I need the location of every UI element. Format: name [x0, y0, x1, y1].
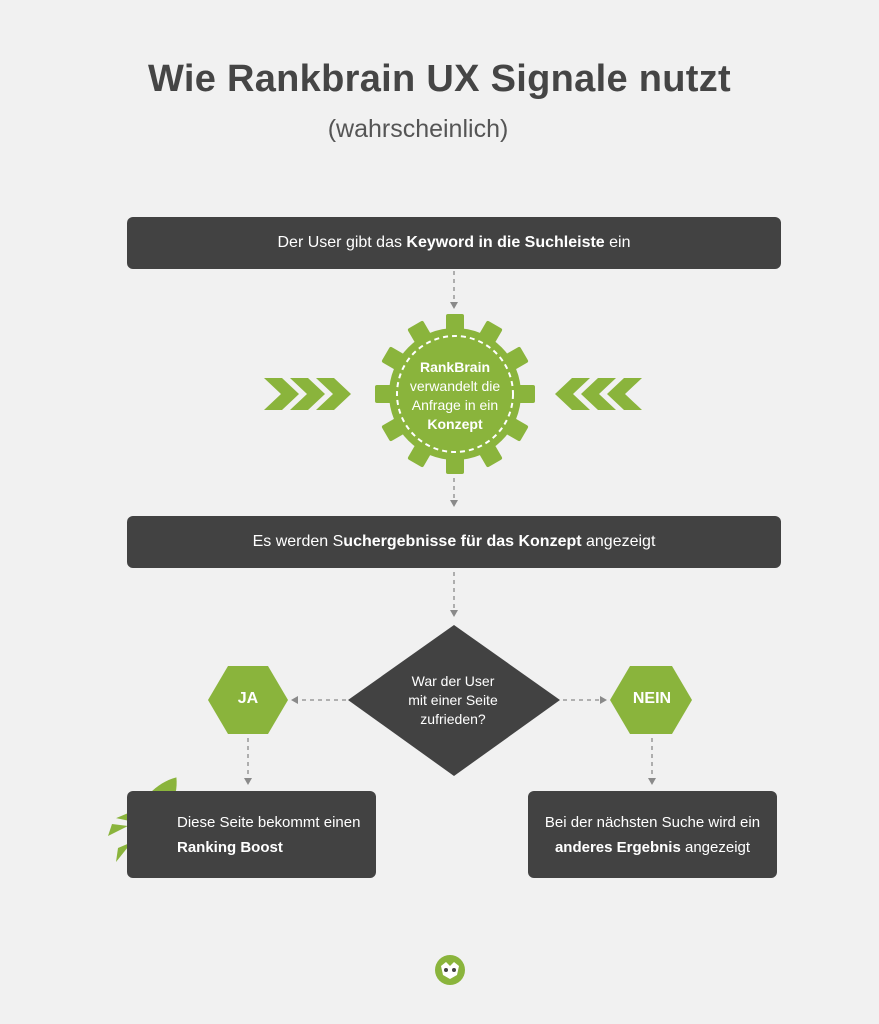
arrowhead-2 [450, 500, 458, 507]
gear-line1: RankBrain [419, 359, 491, 375]
decision-text: War der User mit einer Seite zufrieden? [373, 672, 533, 729]
gear-text: RankBrain verwandelt die Anfrage in ein … [385, 358, 525, 434]
no-text-line1: Bei der nächsten Suche wird ein [544, 813, 761, 831]
no-text-post: angezeigt [680, 838, 751, 856]
step2-pre: Es werden S [252, 533, 344, 550]
arrowhead-3 [450, 610, 458, 617]
no-text-bold: anderes Ergebnis [554, 838, 681, 856]
arrowhead-nein-down [648, 778, 656, 785]
hexagon-ja [208, 666, 288, 734]
decision-line1: War der User [411, 673, 495, 689]
arrowhead-1 [450, 302, 458, 309]
arrowhead-ja [291, 696, 298, 704]
decision-line2: mit einer Seite [408, 692, 498, 708]
no-result-box: Bei der nächsten Suche wird ein anderes … [528, 791, 777, 878]
chevrons-right-icon [555, 378, 642, 410]
gear-line2: verwandelt die [409, 378, 501, 394]
yes-label: JA [237, 690, 259, 707]
owl-logo-icon [435, 955, 465, 985]
decision-diamond [348, 625, 560, 776]
hexagon-nein [610, 666, 692, 734]
step-keyword-bar: Der User gibt das Keyword in die Suchlei… [127, 217, 781, 269]
arrowhead-ja-down [244, 778, 252, 785]
gear-line3: Anfrage in ein [411, 397, 499, 413]
yes-text-line1: Diese Seite bekommt einen [177, 813, 361, 831]
step1-pre: Der User gibt das [277, 234, 407, 251]
gear-line4: Konzept [427, 416, 483, 432]
yes-text-bold: Ranking Boost [177, 838, 283, 856]
page-title: Wie Rankbrain UX Signale nutzt [148, 58, 731, 100]
step1-post: ein [604, 234, 631, 251]
page-subtitle: (wahrscheinlich) [327, 115, 509, 143]
gear-icon [375, 314, 535, 474]
arrowhead-nein [600, 696, 607, 704]
no-label: NEIN [632, 690, 672, 707]
step2-post: angezeigt [581, 533, 656, 550]
step1-bold: Keyword in die Suchleiste [406, 234, 605, 251]
no-text-line2: anderes Ergebnis angezeigt [528, 835, 777, 860]
decision-line3: zufrieden? [420, 711, 486, 727]
step2-bold: uchergebnisse für das Konzept [343, 533, 582, 550]
chevrons-left-icon [264, 378, 351, 410]
yes-result-box: Diese Seite bekommt einen Ranking Boost [127, 791, 376, 878]
